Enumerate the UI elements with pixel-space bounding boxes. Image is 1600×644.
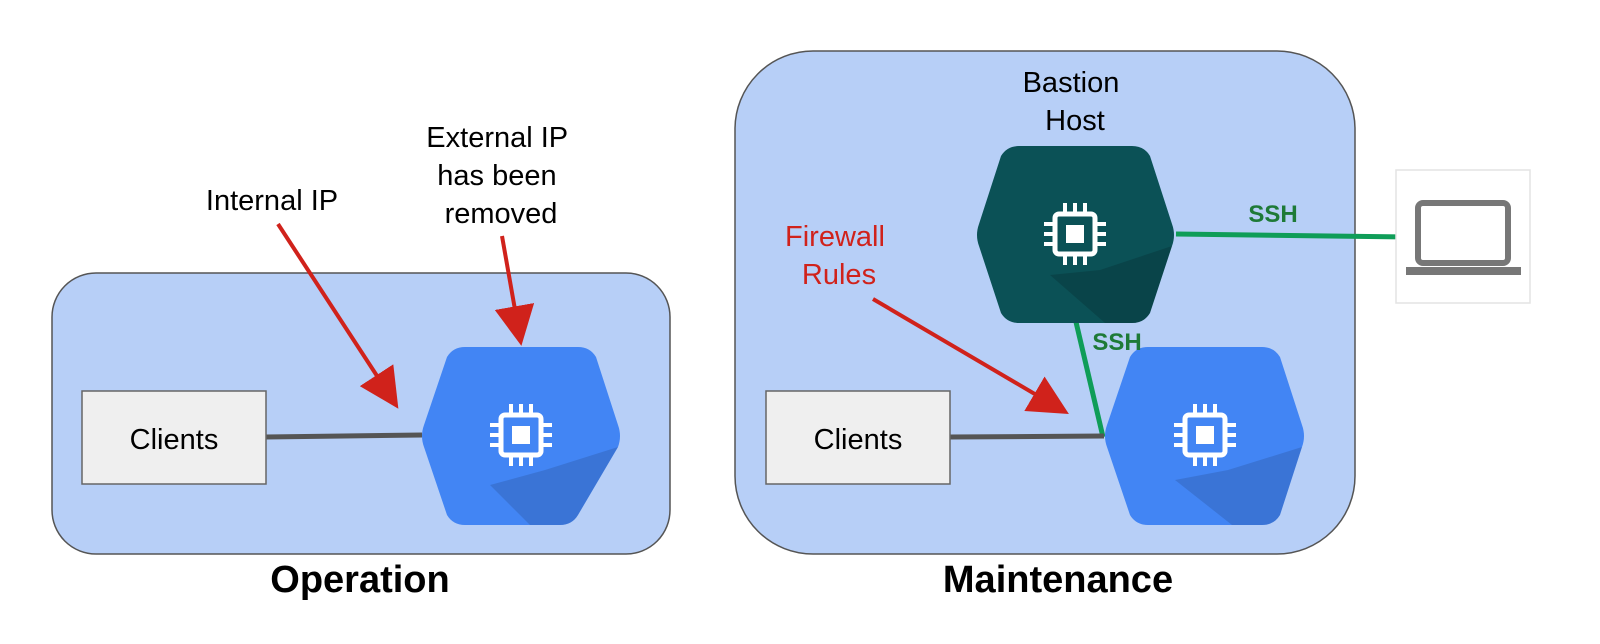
external-ip-arrow: [494, 235, 535, 346]
maintenance-clients-box: [765, 390, 951, 485]
maintenance-clients-label: Clients: [814, 424, 903, 456]
firewall-rules-line-1: Firewall: [785, 221, 885, 253]
internal-ip-note: Internal IP: [206, 185, 338, 217]
bastion-host-label-line-1: Bastion: [1023, 67, 1120, 99]
external-ip-note-line-1: External IP: [426, 122, 567, 154]
firewall-rules-line-2: Rules: [802, 259, 876, 291]
maintenance-vm-instance: [1105, 347, 1304, 525]
operation-clients-label: Clients: [130, 424, 219, 456]
ssh-vm-connection: [1073, 321, 1106, 438]
operation-title: Operation: [270, 559, 449, 601]
bastion-host-label-line-2: Host: [1045, 105, 1105, 137]
ssh-laptop-label: SSH: [1248, 201, 1297, 228]
laptop-icon: [1406, 200, 1521, 275]
maintenance-title: Maintenance: [943, 559, 1173, 601]
ssh-vm-label: SSH: [1092, 329, 1141, 356]
bastion-host-instance: [977, 146, 1174, 323]
maintenance-client-connection: [949, 433, 1105, 440]
operation-vm-instance: [422, 347, 620, 525]
admin-laptop: [1395, 169, 1531, 304]
ssh-laptop-connection: [1175, 231, 1407, 240]
external-ip-note-line-2: has been: [437, 160, 556, 192]
operation-clients-box: [81, 390, 267, 485]
bastion-host-label: Bastion Host: [1023, 67, 1128, 137]
external-ip-note-line-3: removed: [445, 198, 558, 230]
firewall-rules-note: Firewall Rules: [785, 221, 893, 291]
operation-client-connection: [265, 432, 423, 440]
internal-ip-arrow: [276, 222, 399, 409]
firewall-rules-arrow: [871, 297, 1069, 415]
external-ip-note: External IP has been removed: [426, 122, 575, 230]
